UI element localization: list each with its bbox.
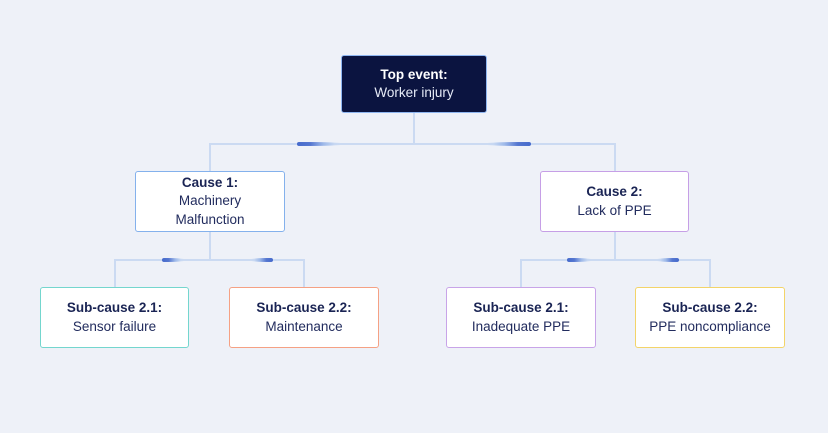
connector-to-cause-2	[614, 143, 616, 171]
node-sub-cause-2-2[interactable]: Sub-cause 2.2: PPE noncompliance	[635, 287, 785, 348]
node-subtitle: Sensor failure	[72, 318, 157, 334]
connector-to-sub-cause-2-2	[709, 259, 711, 287]
connector-cause-2-vertical	[614, 232, 616, 259]
connector-cause-1-horizontal	[114, 259, 304, 261]
node-sub-cause-1-2[interactable]: Sub-cause 2.2: Maintenance	[229, 287, 379, 348]
connector-pulse	[657, 258, 679, 262]
connector-to-sub-cause-2-1	[520, 259, 522, 287]
node-subtitle: Machinery Malfunction	[175, 193, 245, 227]
connector-top-horizontal	[209, 143, 615, 145]
node-subtitle: Lack of PPE	[577, 202, 652, 218]
connector-to-sub-cause-1-1	[114, 259, 116, 287]
node-title: Cause 2:	[586, 184, 643, 199]
node-subtitle: Worker injury	[374, 85, 454, 100]
node-title: Sub-cause 2.1:	[66, 300, 163, 315]
connector-pulse	[567, 258, 591, 262]
connector-pulse	[297, 142, 341, 146]
connector-to-cause-1	[209, 143, 211, 171]
connector-cause-2-horizontal	[520, 259, 710, 261]
connector-pulse	[487, 142, 531, 146]
connector-pulse	[162, 258, 184, 262]
node-title: Top event:	[380, 66, 448, 82]
node-subtitle: Maintenance	[265, 318, 343, 334]
node-cause-2[interactable]: Cause 2: Lack of PPE	[540, 171, 689, 232]
connector-cause-1-vertical	[209, 232, 211, 259]
node-subtitle: PPE noncompliance	[649, 318, 771, 334]
node-cause-1[interactable]: Cause 1: Machinery Malfunction	[135, 171, 285, 232]
connector-to-sub-cause-1-2	[303, 259, 305, 287]
node-sub-cause-1-1[interactable]: Sub-cause 2.1: Sensor failure	[40, 287, 189, 348]
node-title: Cause 1:	[181, 174, 239, 190]
node-sub-cause-2-1[interactable]: Sub-cause 2.1: Inadequate PPE	[446, 287, 596, 348]
node-top-event[interactable]: Top event: Worker injury	[341, 55, 487, 113]
node-title: Sub-cause 2.2:	[662, 300, 758, 315]
connector-pulse	[251, 258, 273, 262]
node-subtitle: Inadequate PPE	[471, 318, 571, 334]
connector-top-vertical	[413, 113, 415, 143]
node-title: Sub-cause 2.1:	[473, 300, 569, 315]
node-title: Sub-cause 2.2:	[256, 300, 352, 315]
